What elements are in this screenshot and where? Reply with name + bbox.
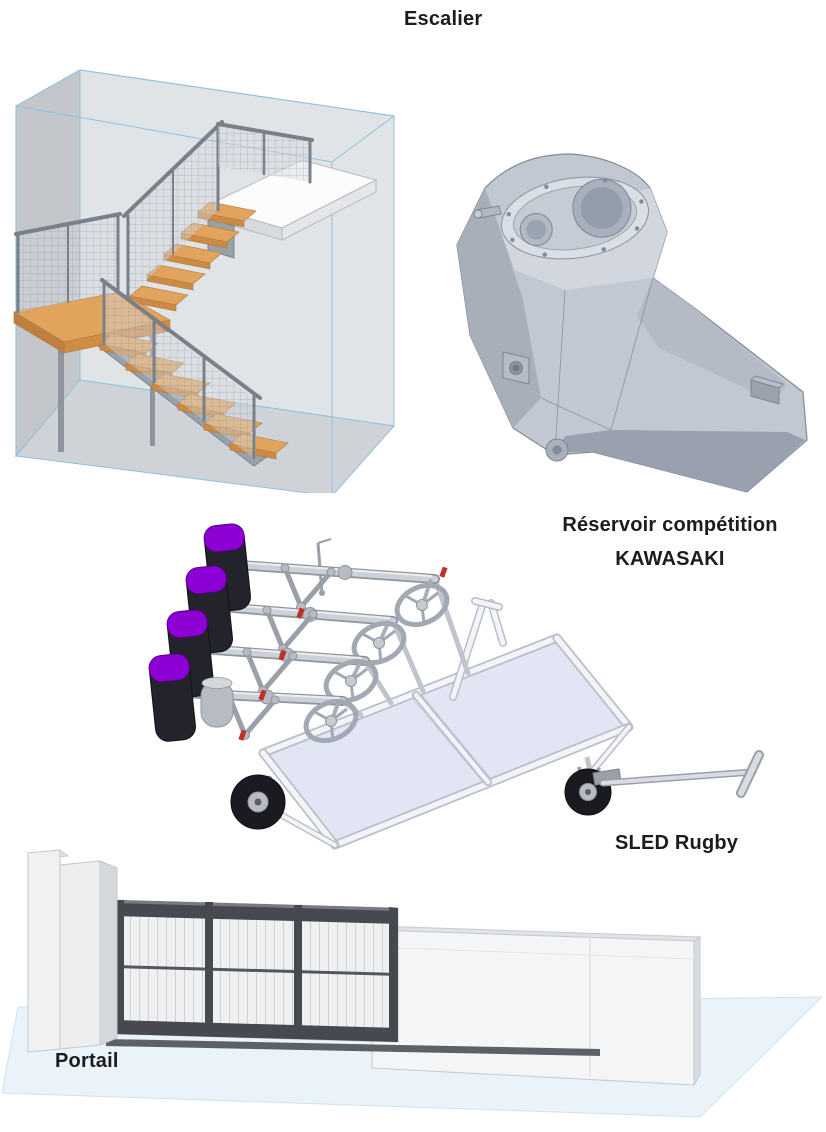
caption-escalier: Escalier	[404, 8, 483, 30]
gray-roller	[200, 677, 234, 728]
red-accents	[238, 566, 448, 741]
gate-pillar	[26, 849, 118, 1053]
caption-portail: Portail	[55, 1050, 119, 1072]
caption-reservoir-line1: Réservoir compétition	[562, 514, 778, 536]
rugby-sled-render	[147, 522, 764, 850]
gate-frame	[115, 900, 398, 1042]
caption-sled: SLED Rugby	[615, 832, 739, 854]
steering-wheel	[391, 578, 453, 632]
sliding-gate-render	[1, 849, 824, 1118]
guide-rail	[106, 1039, 600, 1056]
stair-railings	[14, 120, 314, 460]
sled-a-frame	[449, 597, 507, 701]
filler-collar	[501, 176, 649, 260]
tank-bottom-facet	[555, 430, 805, 492]
tackle-pad	[147, 652, 198, 744]
caption-reservoir-line2: KAWASAKI	[615, 548, 725, 570]
arm-mount-posts	[340, 576, 471, 718]
pillar-main-face	[59, 860, 101, 1050]
sled-arm	[216, 602, 410, 671]
fuel-tank-render	[456, 153, 808, 493]
staircase-render	[13, 69, 396, 493]
sled-arm	[234, 560, 453, 633]
room-floor	[15, 379, 395, 493]
back-wall-panel	[370, 925, 702, 1087]
road-wheel-left	[230, 774, 286, 830]
tank-mid-facet	[637, 278, 787, 402]
pillar-left-column	[27, 849, 61, 1053]
collar-bolts	[506, 178, 644, 257]
tank-details	[473, 205, 784, 462]
caption-reservoir: Réservoir compétition KAWASAKI	[518, 514, 822, 571]
tow-bar	[592, 750, 764, 798]
gate-leaf	[114, 899, 399, 1043]
